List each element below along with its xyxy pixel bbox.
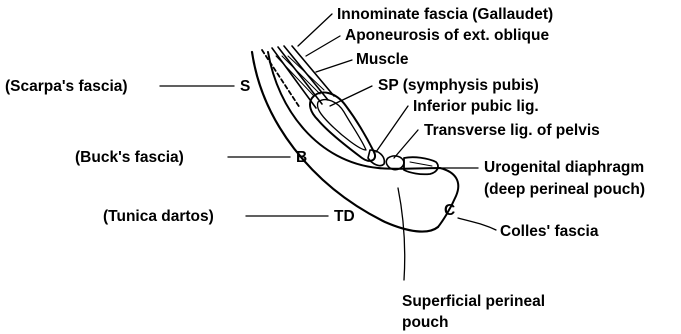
label-pouch: pouch (402, 313, 449, 332)
fascia-layer-4 (292, 46, 334, 96)
transverse-ligament-shape (386, 156, 404, 170)
label-urogenital-diaphragm: Urogenital diaphragm (484, 158, 644, 177)
label-transverse-lig-pelvis: Transverse lig. of pelvis (424, 121, 600, 140)
leader-transverse (394, 130, 418, 158)
label-innominate-fascia: Innominate fascia (Gallaudet) (337, 5, 553, 24)
label-bucks-fascia: (Buck's fascia) (75, 148, 184, 167)
urogenital-diaphragm-shape (404, 157, 438, 174)
leader-superficial (398, 188, 405, 280)
label-symphysis-pubis: SP (symphysis pubis) (378, 76, 539, 95)
label-scarpas-fascia: (Scarpa's fascia) (5, 77, 128, 96)
leader-innominate (298, 14, 332, 46)
symphysis-pubis-shape (310, 92, 375, 160)
label-b: B (296, 148, 307, 167)
label-tunica-dartos: (Tunica dartos) (103, 207, 214, 226)
urogenital-diaphragm-inner (410, 162, 432, 166)
muscle-hatch-3 (288, 56, 324, 90)
label-muscle: Muscle (356, 50, 409, 69)
leader-muscle (316, 60, 352, 72)
leader-inferior-pubic (376, 106, 408, 152)
label-colles-fascia: Colles' fascia (500, 222, 598, 241)
leader-colles (458, 218, 496, 230)
label-superficial-perineal: Superficial perineal (402, 292, 545, 311)
label-inferior-pubic-lig: Inferior pubic lig. (413, 97, 539, 116)
leader-aponeurosis (306, 36, 340, 56)
label-c: C (444, 201, 455, 220)
label-deep-perineal-pouch: (deep perineal pouch) (484, 180, 645, 199)
label-td: TD (334, 207, 355, 226)
label-aponeurosis-ext-oblique: Aponeurosis of ext. oblique (345, 26, 549, 45)
label-s: S (240, 77, 250, 96)
